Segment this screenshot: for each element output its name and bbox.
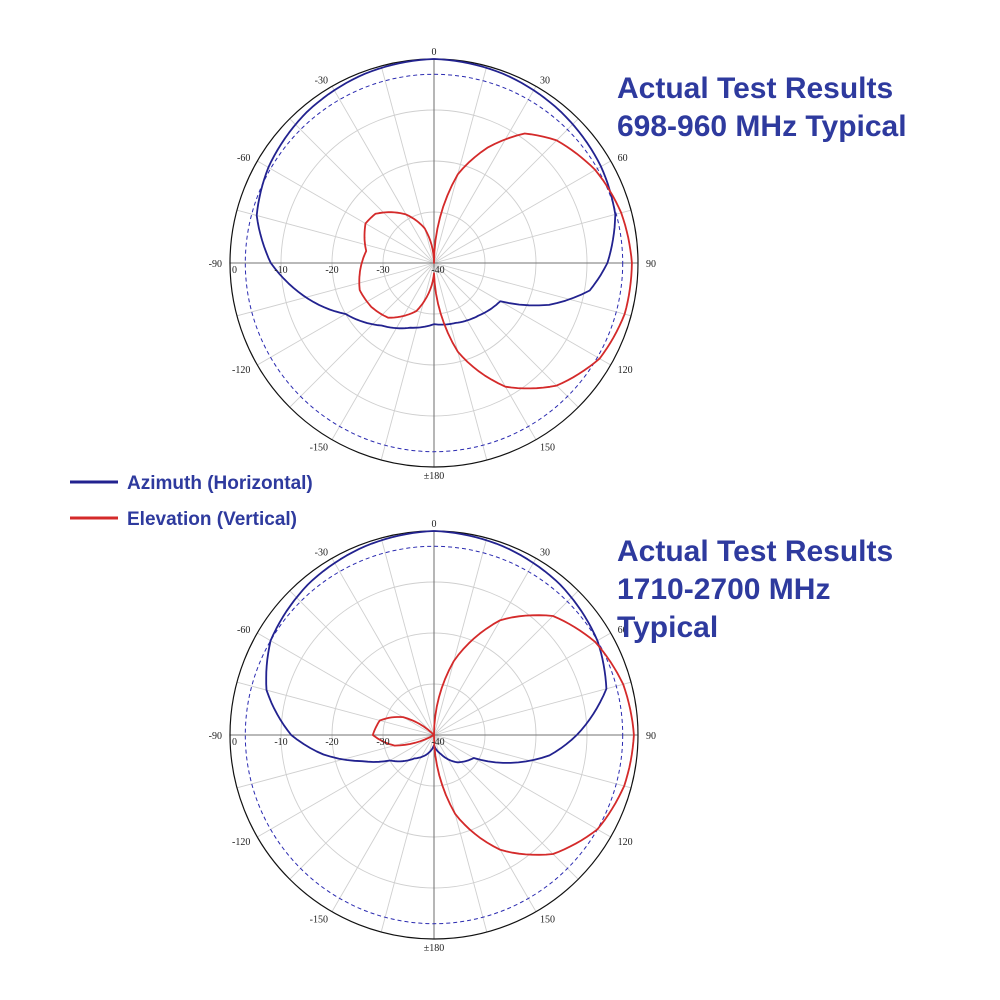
angle-label: 0	[432, 519, 437, 530]
angle-label: -90	[209, 731, 222, 742]
polar-traces	[265, 530, 635, 856]
angle-label: 120	[618, 837, 633, 848]
angle-label: -30	[315, 547, 328, 558]
angle-label: 30	[540, 547, 550, 558]
azimuth-trace	[255, 58, 617, 330]
ring-label: -40	[431, 737, 444, 748]
polar-labels: 0 30 60 90 120 150 ±180 -150 -120 -90 -60 -30 0 -10 -2…	[209, 519, 656, 954]
polar-traces	[255, 58, 633, 390]
ring-label: 0	[232, 737, 237, 748]
ring-label: -20	[325, 265, 338, 276]
ring-label: -30	[376, 737, 389, 748]
ring-label: 0	[232, 265, 237, 276]
ring-label: -30	[376, 265, 389, 276]
reference-ring	[244, 73, 624, 453]
polar-chart-1710-2700: 0 30 60 90 120 150 ±180 -150 -120 -90 -60 -30 0 -10 -2…	[209, 519, 656, 954]
legend: Azimuth (Horizontal) Elevation (Vertical…	[70, 473, 313, 530]
angle-label: -120	[232, 837, 250, 848]
polar-labels: 0 30 60 90 120 150 ±180 -150 -120 -90 -60 -30 0 -10 -2…	[209, 47, 656, 482]
polar-chart-698-960: 0 30 60 90 120 150 ±180 -150 -120 -90 -60 -30 0 -10 -2…	[209, 47, 656, 482]
angle-label: 60	[618, 153, 628, 164]
reference-ring	[244, 545, 624, 925]
angle-label: 150	[540, 443, 555, 454]
angle-label: -60	[237, 153, 250, 164]
legend-azimuth-label: Azimuth (Horizontal)	[127, 473, 313, 494]
chart-title-line-2: 698-960 MHz Typical	[617, 110, 907, 143]
ring-label: -40	[431, 265, 444, 276]
angle-label: 90	[646, 731, 656, 742]
angle-label: 90	[646, 259, 656, 270]
chart-title-line-2: 1710-2700 MHz	[617, 573, 830, 606]
angle-label: -60	[237, 625, 250, 636]
angle-label: ±180	[424, 943, 445, 954]
ring-label: -10	[274, 737, 287, 748]
polar-grid	[229, 530, 639, 940]
elevation-trace	[358, 132, 633, 390]
ring-label: -20	[325, 737, 338, 748]
polar-grid	[229, 58, 639, 468]
elevation-trace	[371, 614, 635, 856]
chart-title-line-3: Typical	[617, 611, 718, 644]
angle-label: -90	[209, 259, 222, 270]
legend-elevation-label: Elevation (Vertical)	[127, 509, 297, 530]
angle-label: 30	[540, 75, 550, 86]
angle-label: -30	[315, 75, 328, 86]
angle-label: ±180	[424, 471, 445, 482]
ring-label: -10	[274, 265, 287, 276]
angle-label: -120	[232, 365, 250, 376]
angle-label: 120	[618, 365, 633, 376]
chart-title-line-1: Actual Test Results	[617, 72, 893, 105]
angle-label: -150	[310, 915, 328, 926]
angle-label: 0	[432, 47, 437, 58]
chart-title-line-1: Actual Test Results	[617, 535, 893, 568]
angle-label: -150	[310, 443, 328, 454]
angle-label: 60	[618, 625, 628, 636]
angle-label: 150	[540, 915, 555, 926]
